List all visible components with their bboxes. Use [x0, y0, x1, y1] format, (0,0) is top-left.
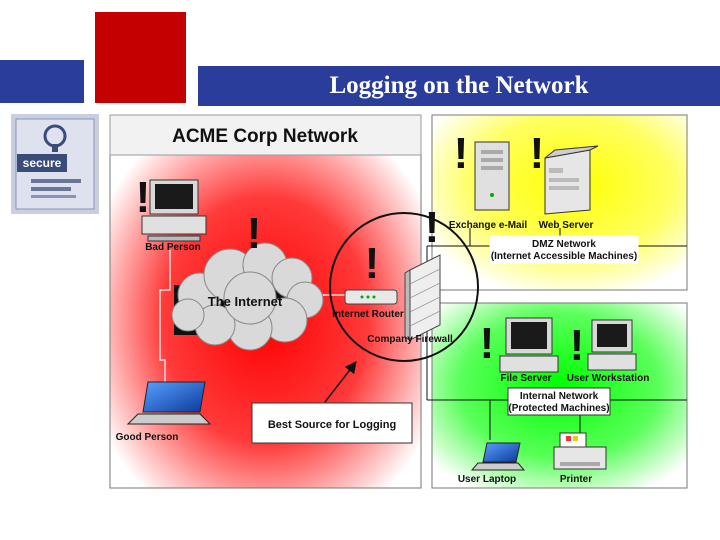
alert-marker-file-server: !	[480, 319, 495, 368]
alert-marker-bad-person: !	[136, 173, 151, 222]
alert-marker-router: !	[365, 239, 380, 288]
exchange-email-server	[474, 141, 510, 211]
title-bar: Logging on the Network	[198, 66, 720, 106]
highlight-circle	[329, 212, 479, 362]
printer	[553, 432, 607, 470]
header-red-square	[95, 12, 186, 103]
bad-person-label: Bad Person	[145, 242, 201, 253]
diagram-title-box	[109, 114, 422, 156]
alert-marker-workstation: !	[570, 321, 585, 370]
web-server	[544, 145, 599, 215]
slide-title: Logging on the Network	[329, 72, 589, 99]
dmz-label-box	[489, 235, 639, 264]
good-person-laptop	[126, 381, 212, 425]
bad-person-computer	[141, 179, 207, 242]
user-workstation	[587, 319, 637, 371]
internet-router-label: Internet Router	[332, 309, 404, 320]
dmz-label-line1: DMZ Network	[532, 239, 596, 250]
file-server	[499, 317, 559, 373]
printer-label: Printer	[560, 474, 592, 485]
user-workstation-label: User Workstation	[567, 373, 650, 384]
user-laptop-label: User Laptop	[458, 474, 516, 485]
file-server-label: File Server	[500, 373, 551, 384]
internet-label: The Internet	[208, 294, 283, 309]
secure-badge-image: secure	[11, 114, 99, 214]
logging-callout-text: Best Source for Logging	[268, 419, 396, 431]
alert-marker-web-server: !	[530, 129, 545, 178]
header-blue-band-left	[0, 60, 84, 103]
alert-marker-exchange: !	[454, 129, 469, 178]
callout-arrow	[324, 361, 357, 403]
good-person-label: Good Person	[116, 432, 179, 443]
diagram-title: ACME Corp Network	[172, 126, 358, 147]
internet-cloud	[171, 242, 324, 351]
company-firewall-label: Company Firewall	[367, 334, 453, 345]
exchange-email-label: Exchange e-Mail	[449, 220, 528, 231]
company-firewall	[404, 254, 441, 341]
internal-label-line2: (Protected Machines)	[508, 403, 609, 414]
alert-marker-firewall: !	[425, 203, 440, 252]
internal-label-box	[507, 387, 611, 416]
alert-marker-internet: !	[247, 209, 262, 258]
dmz-label-line2: (Internet Accessible Machines)	[491, 251, 637, 262]
user-laptop	[470, 442, 526, 471]
logging-callout-box	[251, 402, 413, 444]
internal-label-line1: Internal Network	[520, 391, 599, 402]
internet-router	[344, 289, 398, 305]
web-server-label: Web Server	[539, 220, 594, 231]
secure-label: secure	[17, 154, 67, 172]
